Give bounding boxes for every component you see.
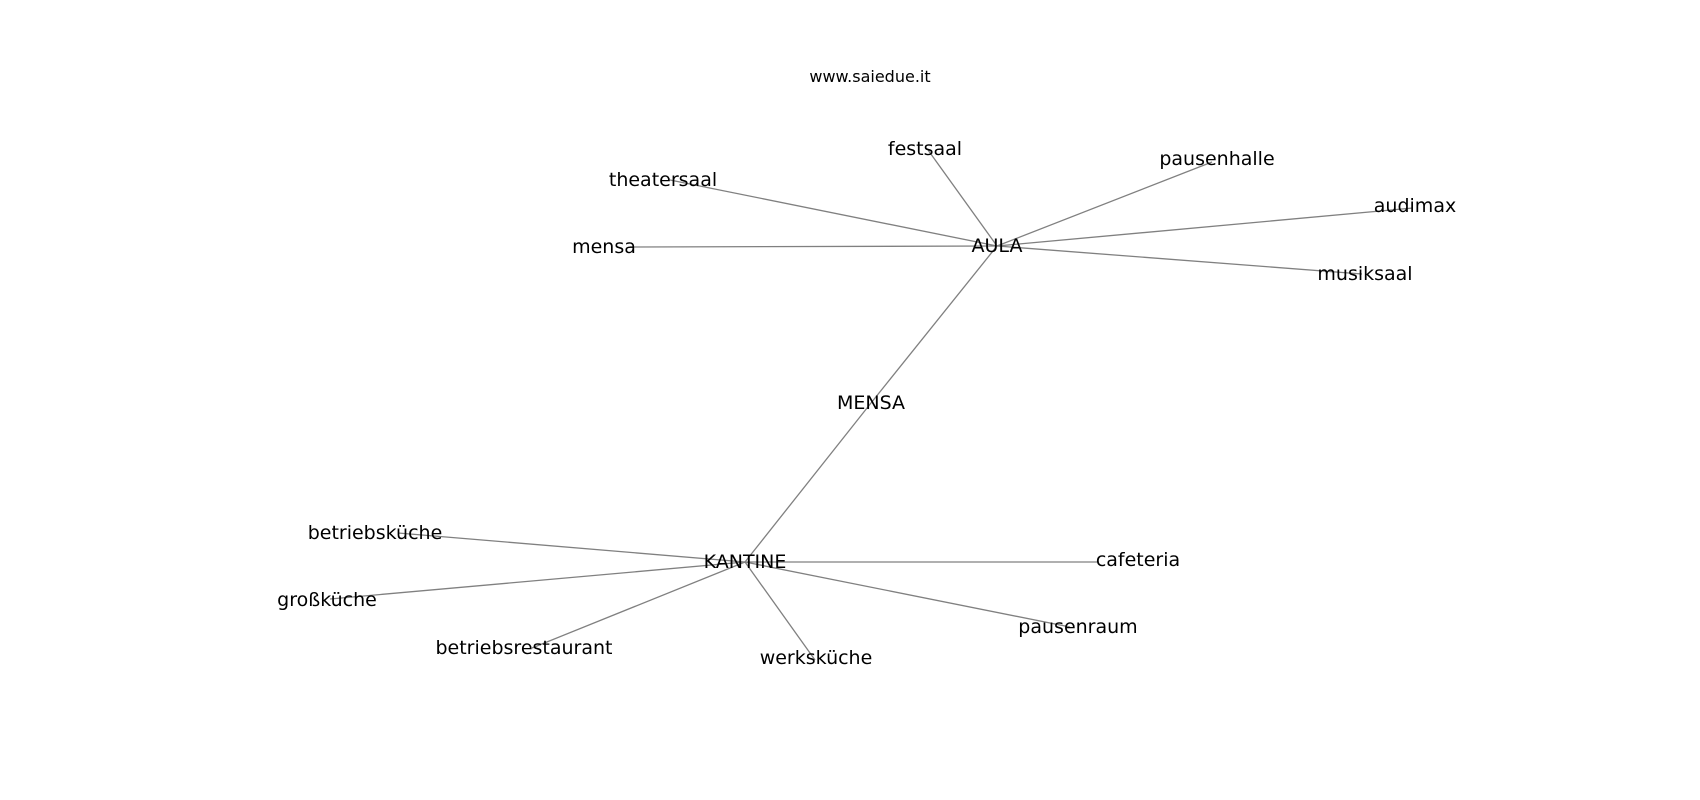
node-label-audimax: audimax [1374, 195, 1456, 217]
edge-kantine-betriebsrestaurant [531, 561, 746, 649]
edge-aula-musiksaal [996, 245, 1363, 275]
edge-mensa-aula [870, 245, 998, 404]
node-label-mensa: mensa [572, 236, 636, 258]
edge-mensa-kantine [744, 402, 872, 563]
node-label-kantine: KANTINE [704, 551, 787, 573]
node-label-theatersaal: theatersaal [609, 169, 717, 191]
node-label-betriebskueche: betriebsküche [308, 522, 443, 544]
edge-kantine-werkskueche [744, 561, 816, 661]
node-label-grosskueche: großküche [277, 589, 377, 611]
edge-aula-audimax [996, 207, 1414, 247]
edge-aula-festsaal [927, 149, 998, 247]
edge-aula-theatersaal [669, 179, 998, 247]
node-label-cafeteria: cafeteria [1096, 549, 1180, 571]
edge-kantine-pausenraum [744, 561, 1071, 628]
node-label-musiksaal: musiksaal [1317, 263, 1412, 285]
node-label-mensa: MENSA [837, 392, 905, 414]
edge-kantine-betriebskueche [397, 532, 746, 563]
node-label-pausenraum: pausenraum [1018, 616, 1137, 638]
edge-aula-pausenhalle [996, 161, 1213, 247]
node-label-aula: AULA [972, 235, 1023, 257]
edges-layer [329, 149, 1414, 661]
edge-kantine-grosskueche [329, 561, 746, 600]
node-label-pausenhalle: pausenhalle [1159, 148, 1274, 170]
watermark-text: www.saiedue.it [809, 67, 930, 86]
edge-aula-mensa [629, 245, 998, 248]
node-label-betriebsrestaurant: betriebsrestaurant [435, 637, 612, 659]
node-label-werkskueche: werksküche [760, 647, 873, 669]
nodes-layer: MENSA AULA KANTINE festsaal pausenhalle theat… [277, 138, 1456, 669]
node-label-festsaal: festsaal [888, 138, 962, 160]
